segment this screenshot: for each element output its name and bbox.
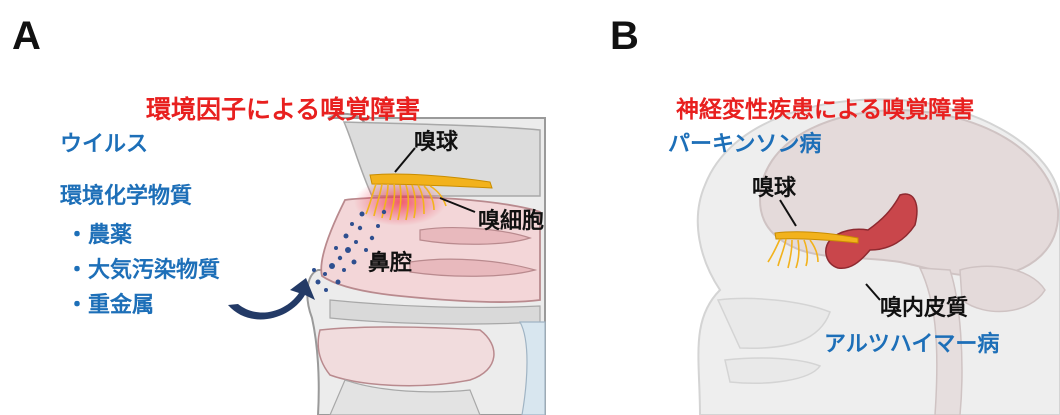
olfactory-cells-label: 嗅細胞 — [478, 203, 544, 235]
chemicals-label: 環境化学物質 — [60, 178, 192, 210]
nasal-cavity-label: 鼻腔 — [368, 245, 412, 277]
olfactory-cortex-label: 嗅内皮質 — [880, 290, 968, 322]
alzheimer-label: アルツハイマー病 — [824, 326, 999, 358]
chemical-item: ・大気汚染物質 — [66, 252, 220, 284]
panel-a-title: 環境因子による嗅覚障害 — [146, 90, 420, 126]
olfactory-bulb-label-b: 嗅球 — [752, 170, 796, 202]
tongue-shape — [318, 327, 494, 386]
parkinson-label: パーキンソン病 — [668, 126, 821, 158]
intake-arrow — [228, 278, 315, 319]
panel-b-title: 神経変性疾患による嗅覚障害 — [676, 90, 974, 124]
panel-letter-b: B — [610, 14, 639, 59]
chemical-item: ・重金属 — [66, 287, 154, 319]
chemical-item: ・農薬 — [66, 217, 132, 249]
panel-letter-a: A — [12, 14, 41, 59]
virus-label: ウイルス — [60, 126, 148, 158]
olfactory-bulb-label-a: 嗅球 — [414, 124, 458, 156]
